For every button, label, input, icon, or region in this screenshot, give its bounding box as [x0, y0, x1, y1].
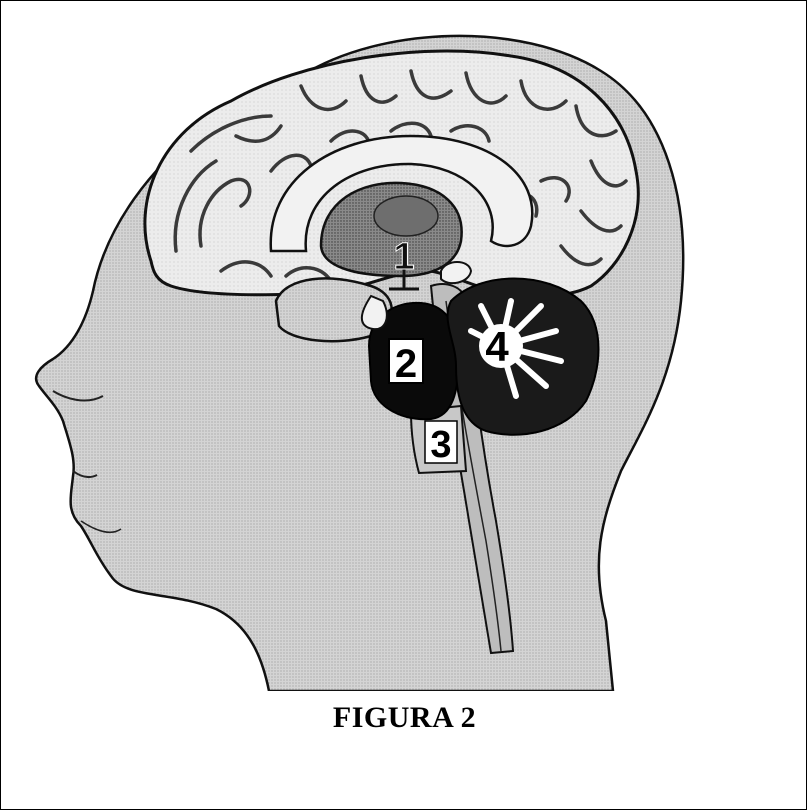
head-brain-illustration: 1 2 3 4: [1, 1, 807, 691]
label-2: 2: [395, 342, 417, 386]
label-4: 4: [485, 323, 509, 370]
thalamus-core: [374, 196, 438, 236]
pineal-structure: [441, 262, 471, 283]
label-1: 1: [393, 236, 414, 278]
figure-caption: FIGURA 2: [1, 701, 807, 735]
label-3: 3: [430, 424, 451, 466]
cerebellum: [448, 279, 599, 435]
